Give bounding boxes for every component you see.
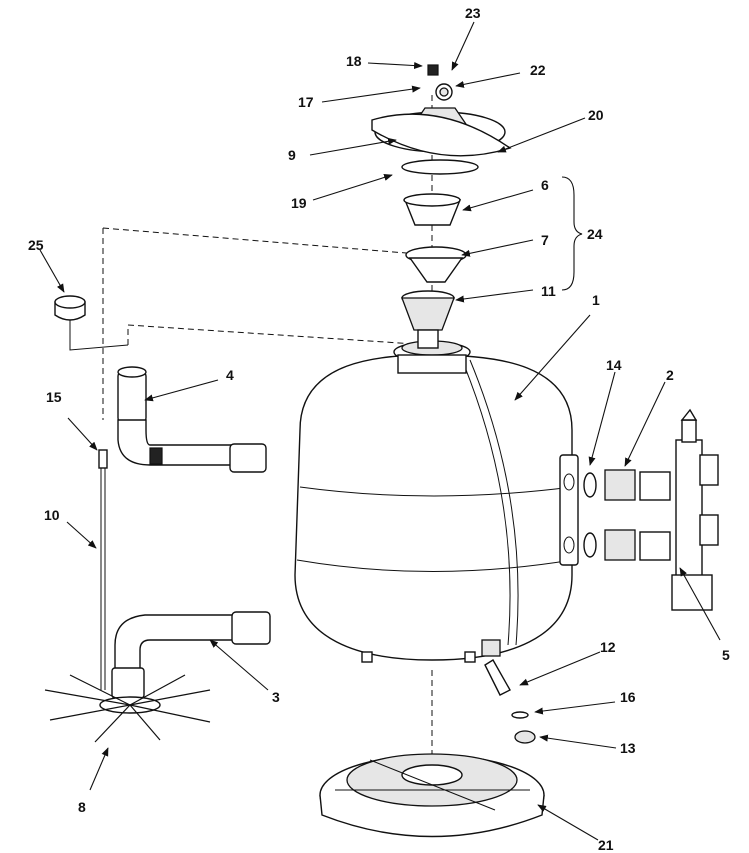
callout-14: 14 <box>588 357 622 466</box>
callout-12: 12 <box>519 639 616 686</box>
svg-text:4: 4 <box>226 367 234 383</box>
callout-6: 6 <box>462 177 549 212</box>
valve-unions <box>583 469 671 561</box>
callout-23: 23 <box>451 5 481 71</box>
svg-text:8: 8 <box>78 799 86 815</box>
callout-21: 21 <box>537 804 614 853</box>
callout-9: 9 <box>288 137 397 163</box>
svg-text:1: 1 <box>592 292 600 308</box>
svg-text:15: 15 <box>46 389 62 405</box>
svg-text:14: 14 <box>606 357 622 373</box>
callout-11: 11 <box>455 283 556 303</box>
svg-text:16: 16 <box>620 689 636 705</box>
callout-19: 19 <box>291 174 393 211</box>
svg-text:5: 5 <box>722 647 730 663</box>
svg-text:3: 3 <box>272 689 280 705</box>
callout-10: 10 <box>44 507 97 549</box>
upper-elbow-pipe <box>117 366 267 473</box>
callout-7: 7 <box>461 232 549 257</box>
callout-20: 20 <box>497 107 604 153</box>
callout-16: 16 <box>534 689 636 715</box>
callout-1: 1 <box>514 292 600 401</box>
callout-15: 15 <box>46 389 98 451</box>
laterals <box>44 674 211 743</box>
svg-text:10: 10 <box>44 507 60 523</box>
multiport-valve <box>671 408 719 611</box>
callout-24-bracket: 24 <box>561 176 603 291</box>
svg-text:2: 2 <box>666 367 674 383</box>
svg-text:12: 12 <box>600 639 616 655</box>
callout-3: 3 <box>209 639 280 705</box>
svg-text:19: 19 <box>291 195 307 211</box>
callout-2: 2 <box>624 367 674 467</box>
lateral-hub-assembly <box>44 611 271 743</box>
svg-text:17: 17 <box>298 94 314 110</box>
callout-22: 22 <box>455 62 546 88</box>
callout-18: 18 <box>346 53 423 70</box>
top-cover-assembly <box>371 64 512 175</box>
filter-tank <box>294 340 579 663</box>
filter-base <box>319 753 545 838</box>
svg-text:13: 13 <box>620 740 636 756</box>
svg-text:6: 6 <box>541 177 549 193</box>
drain-assembly <box>481 639 536 744</box>
svg-text:11: 11 <box>541 283 556 299</box>
svg-text:25: 25 <box>28 237 44 253</box>
callout-25: 25 <box>28 237 65 293</box>
svg-text:18: 18 <box>346 53 362 69</box>
callout-8: 8 <box>78 747 109 815</box>
svg-text:7: 7 <box>541 232 549 248</box>
svg-text:22: 22 <box>530 62 546 78</box>
svg-text:20: 20 <box>588 107 604 123</box>
svg-text:21: 21 <box>598 837 614 853</box>
callout-4: 4 <box>144 367 234 402</box>
svg-text:24: 24 <box>587 226 603 242</box>
diffuser-stack <box>401 193 467 349</box>
callout-5: 5 <box>679 567 730 663</box>
callouts: 1 2 3 4 5 6 7 8 <box>28 5 730 853</box>
svg-text:9: 9 <box>288 147 296 163</box>
callout-17: 17 <box>298 85 421 110</box>
svg-text:23: 23 <box>465 5 481 21</box>
callout-13: 13 <box>539 734 636 756</box>
air-relief-tube <box>98 449 108 690</box>
cap <box>54 295 86 321</box>
